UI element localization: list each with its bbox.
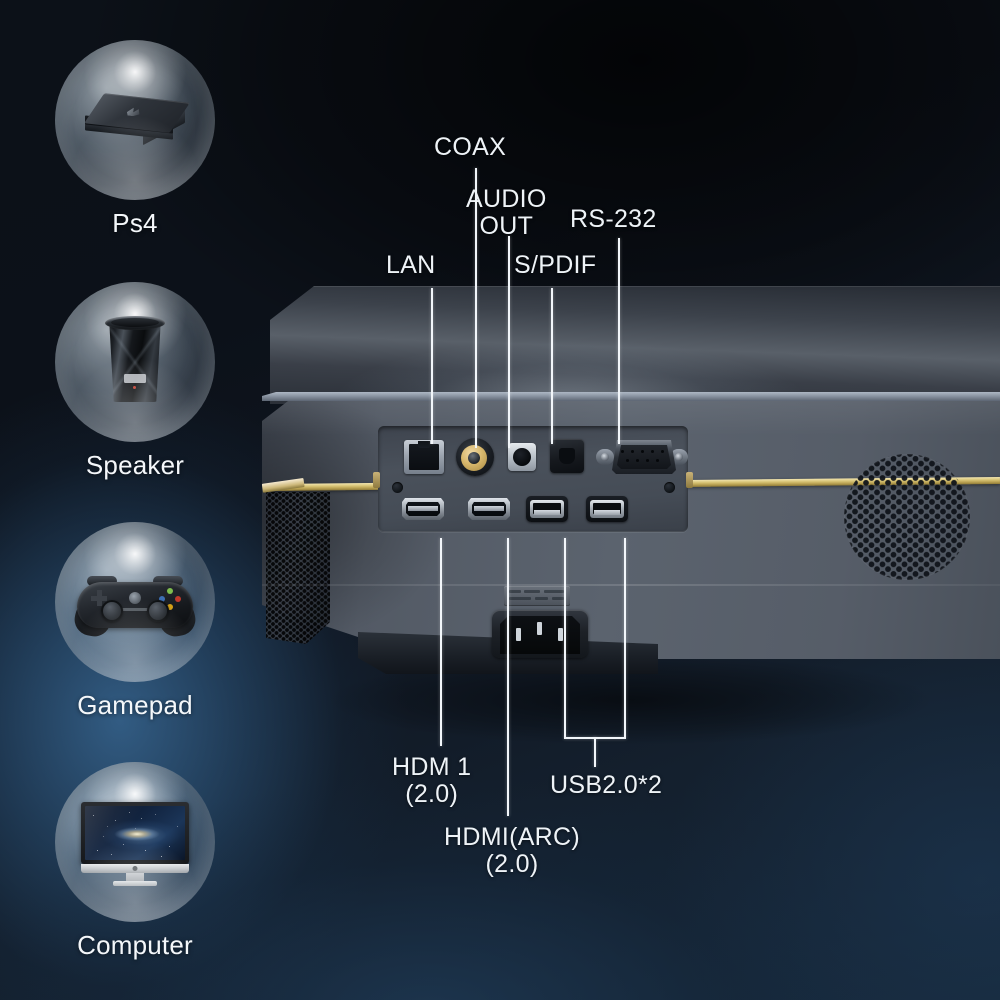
device-compatibility-list: Ps4 Speaker: [0, 0, 270, 1000]
compat-item-speaker[interactable]: Speaker: [0, 282, 270, 481]
callout-label-spdif: S/PDIF: [514, 252, 596, 279]
power-inlet-socket: [500, 616, 580, 654]
leader-line-spdif: [551, 288, 553, 444]
compat-label-gamepad: Gamepad: [0, 690, 270, 721]
compat-label-ps4: Ps4: [0, 208, 270, 239]
leader-line-usb-2: [624, 538, 626, 738]
circular-speaker-grille: [844, 454, 970, 580]
leader-line-lan: [431, 288, 433, 444]
optical-spdif-port: [550, 439, 584, 473]
panel-tab-left: [373, 472, 380, 488]
callout-label-lan: LAN: [386, 252, 436, 279]
jbl-speaker-icon: [55, 282, 215, 442]
leader-line-rs232: [618, 238, 620, 444]
leader-line-audio-out: [508, 236, 510, 448]
panel-screw-right: [664, 482, 675, 493]
honeycomb-mesh-grille: [266, 492, 330, 650]
leader-line-usb-1: [564, 538, 566, 738]
playstation-console-icon: [55, 40, 215, 200]
projector-panel-seam: [262, 584, 1000, 586]
panel-screw-left: [392, 482, 403, 493]
power-rating-emboss: [504, 586, 570, 606]
callout-label-rs232: RS-232: [570, 206, 657, 233]
projector-top-edge: [262, 392, 1000, 401]
ethernet-rj45-port: [404, 440, 444, 474]
compat-label-speaker: Speaker: [0, 450, 270, 481]
leader-line-usb-stem: [594, 737, 596, 767]
compat-item-gamepad[interactable]: Gamepad: [0, 522, 270, 721]
usb-2-0-port-1: [526, 496, 568, 522]
io-port-panel: [378, 426, 688, 532]
compat-item-computer[interactable]: Computer: [0, 762, 270, 961]
imac-desktop-icon: [55, 762, 215, 922]
leader-line-coax: [475, 168, 477, 448]
analog-audio-out-jack: [508, 443, 536, 471]
compat-item-ps4[interactable]: Ps4: [0, 40, 270, 239]
usb-2-0-port-2: [586, 496, 628, 522]
callout-label-usb: USB2.0*2: [550, 772, 662, 799]
compat-label-computer: Computer: [0, 930, 270, 961]
callout-label-hdmi-arc: HDMI(ARC) (2.0): [444, 824, 580, 878]
projector-body: [262, 286, 1000, 706]
hdmi-arc-port: [468, 498, 510, 520]
rs232-db9-serial-port: [596, 440, 688, 474]
panel-tab-right: [686, 472, 693, 488]
callout-label-audio-out: AUDIO OUT: [466, 186, 547, 240]
leader-line-hdmi-arc: [507, 538, 509, 816]
callout-label-hdmi1: HDM 1 (2.0): [392, 754, 471, 808]
hdmi-1-port: [402, 498, 444, 520]
projector-top-sheen: [270, 286, 1000, 404]
callout-label-coax: COAX: [434, 134, 506, 161]
leader-line-hdmi1: [440, 538, 442, 746]
game-controller-icon: [55, 522, 215, 682]
